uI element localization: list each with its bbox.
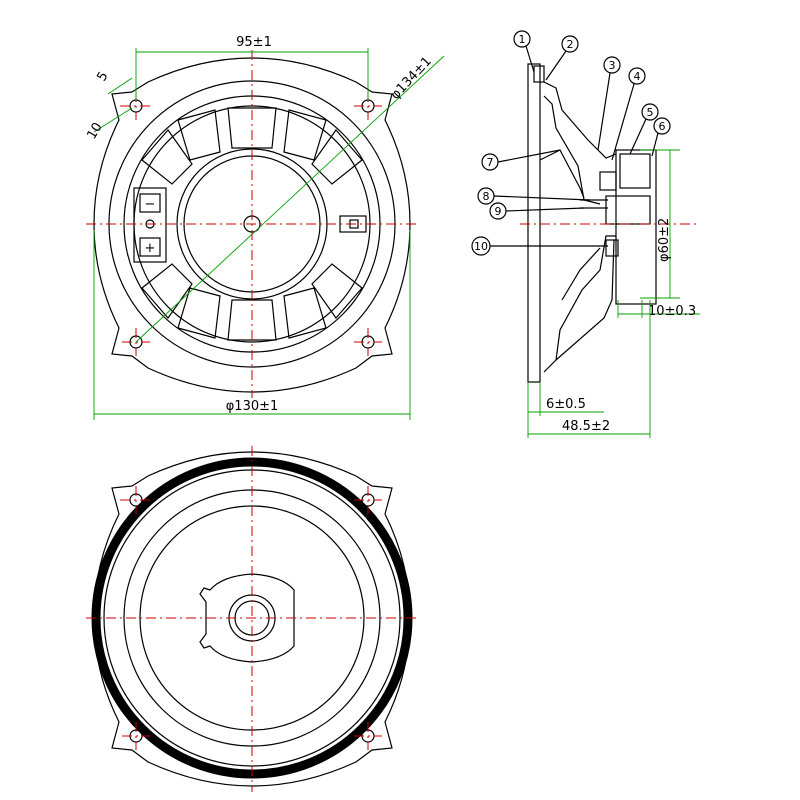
dim-95-label: 95±1 xyxy=(236,35,272,50)
terminal-minus-label: − xyxy=(145,197,156,212)
dim-line-134 xyxy=(135,55,445,343)
rear-frame-outline xyxy=(93,57,411,393)
magnet-top xyxy=(619,153,651,189)
cone-upper xyxy=(543,81,617,159)
magnet-assembly xyxy=(615,149,657,305)
dim-10-03-label: 10±0.3 xyxy=(648,304,696,319)
dim-6-05-label: 6±0.5 xyxy=(546,397,586,412)
callouts: 1 2 3 4 5 6 7 8 9 10 xyxy=(471,30,671,256)
callout-5 xyxy=(641,103,659,121)
callout-2 xyxy=(561,35,579,53)
dim-48-5-label: 48.5±2 xyxy=(562,419,610,434)
callout-3 xyxy=(603,56,621,74)
dim-5-label: 5 xyxy=(94,69,111,84)
rear-basket-windows xyxy=(141,107,363,341)
dim-134-label: φ134±1 xyxy=(388,54,435,103)
svg-text:6: 6 xyxy=(659,120,666,133)
pole-piece xyxy=(605,195,651,225)
callout-6 xyxy=(653,117,671,135)
svg-text:10: 10 xyxy=(474,240,488,253)
frame-flange xyxy=(527,63,541,383)
svg-text:1: 1 xyxy=(519,33,526,46)
gasket xyxy=(533,65,545,83)
svg-text:3: 3 xyxy=(609,59,616,72)
terminal-minus-pad xyxy=(139,193,161,213)
terminal-plus-label: + xyxy=(145,241,156,256)
basket-lower xyxy=(543,235,616,373)
rear-view: − + 95±1 φ134±1 5 10 xyxy=(84,35,445,420)
terminal-block xyxy=(133,187,167,263)
dim-60-label: φ60±2 xyxy=(657,218,672,262)
lead-wire xyxy=(605,239,619,257)
svg-text:5: 5 xyxy=(647,106,654,119)
svg-text:4: 4 xyxy=(634,70,641,83)
voice-coil xyxy=(599,171,617,191)
svg-text:9: 9 xyxy=(495,205,502,218)
dust-cap-outline xyxy=(199,573,295,663)
side-view: φ60±2 10±0.3 6±0.5 48.5±2 1 2 3 4 xyxy=(471,30,700,438)
svg-text:7: 7 xyxy=(487,156,494,169)
dim-10-label: 10 xyxy=(84,120,105,142)
terminal-plus-pad xyxy=(139,237,161,257)
front-view xyxy=(86,446,420,792)
svg-text:8: 8 xyxy=(483,190,490,203)
callout-1 xyxy=(513,30,531,48)
svg-text:2: 2 xyxy=(567,38,574,51)
callout-4 xyxy=(628,67,646,85)
dim-130-label: φ130±1 xyxy=(226,399,279,414)
